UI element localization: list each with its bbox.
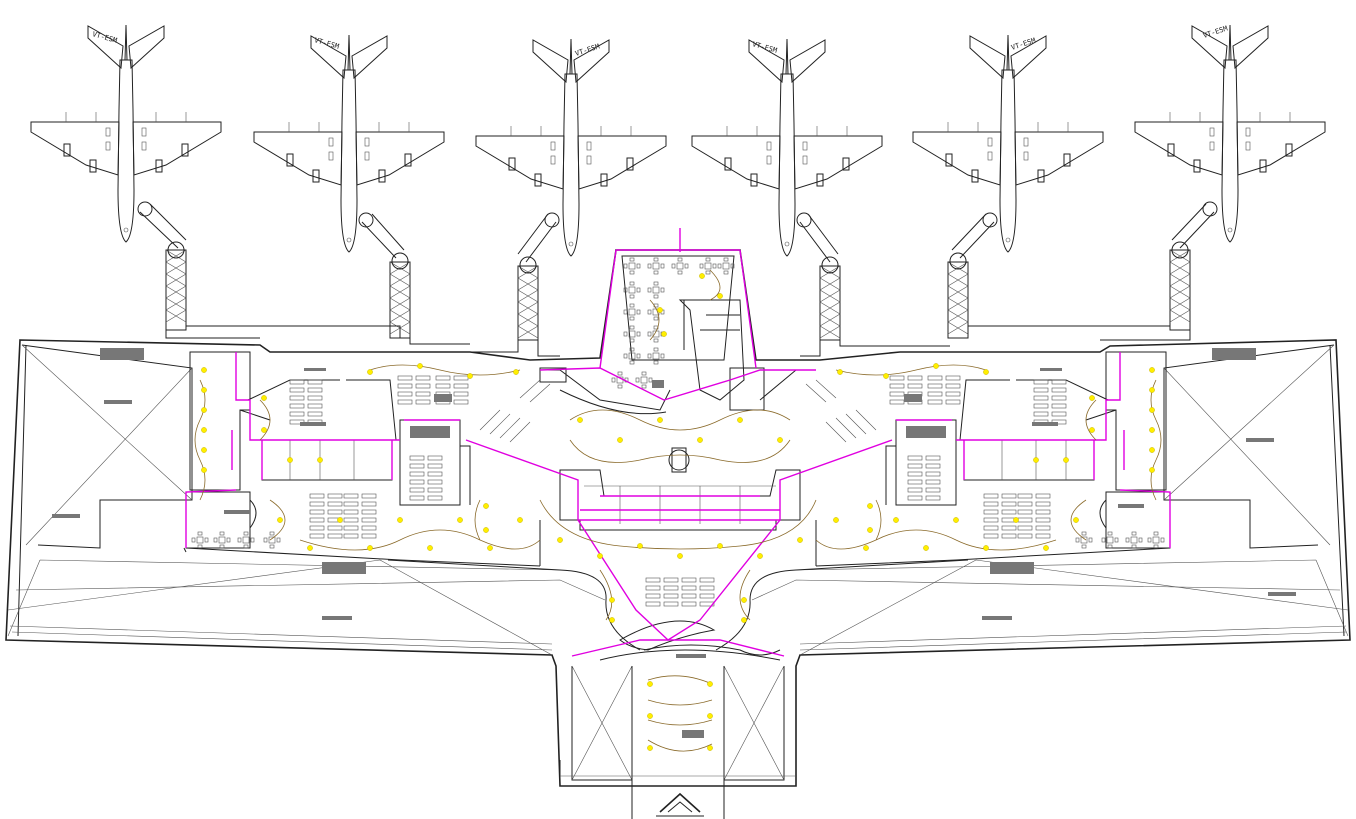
lighting-wiring — [194, 269, 1162, 752]
aircraft-registrations: VT-ESM VT-ESM VT-ESM VT-ESM VT-ESM VT-ES… — [91, 24, 1228, 57]
electrical-circuits — [185, 228, 1171, 657]
jet-bridge-icon — [137, 201, 187, 331]
jet-bridge-icon — [358, 212, 411, 339]
aircraft-row — [30, 24, 1326, 257]
entrance-arrow-icon — [656, 792, 704, 817]
jet-bridge-icon — [517, 212, 560, 341]
jet-bridges — [137, 201, 1218, 357]
aircraft-registration: VT-ESM — [574, 42, 601, 57]
aircraft-icon — [253, 34, 445, 253]
jet-bridge-icon — [1169, 201, 1218, 331]
aircraft-registration: VT-ESM — [751, 40, 778, 55]
aircraft-registration: VT-ESM — [1202, 24, 1229, 39]
light-fixtures — [201, 273, 1155, 751]
aircraft-icon — [691, 38, 883, 257]
aircraft-registration: VT-ESM — [313, 36, 340, 51]
aircraft-registration: VT-ESM — [1010, 36, 1037, 51]
aircraft-registration: VT-ESM — [91, 30, 118, 45]
jet-bridge-icon — [947, 212, 998, 339]
aircraft-icon — [1134, 24, 1326, 243]
terminal-building — [5, 249, 1351, 819]
aircraft-icon — [30, 24, 222, 243]
room-label-blocks — [52, 348, 1296, 738]
jet-bridge-icon — [796, 212, 841, 341]
aircraft-icon — [475, 38, 667, 257]
seating-areas — [191, 257, 1165, 607]
aircraft-icon — [912, 34, 1104, 253]
